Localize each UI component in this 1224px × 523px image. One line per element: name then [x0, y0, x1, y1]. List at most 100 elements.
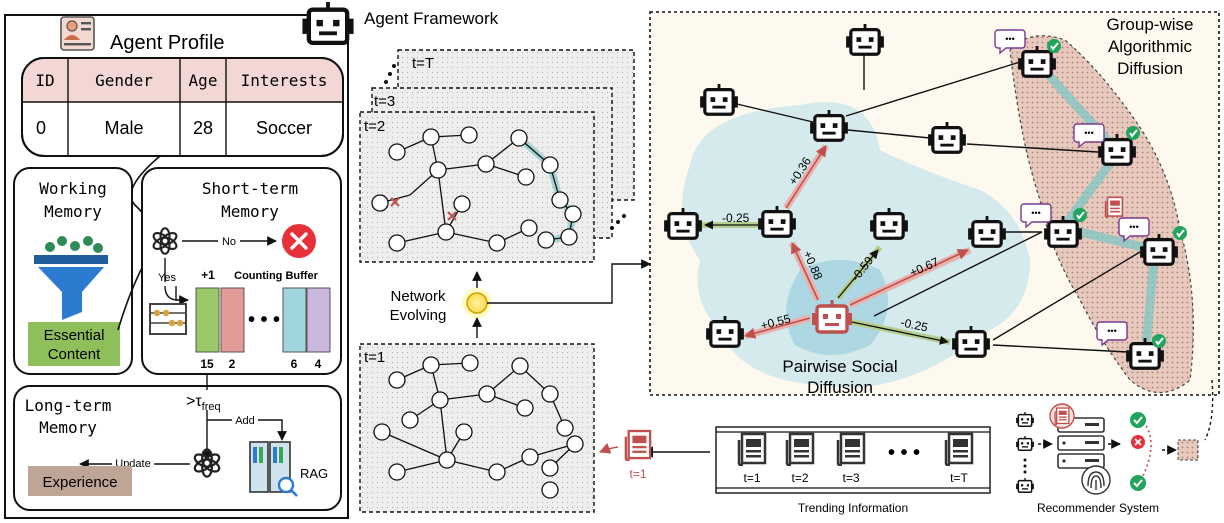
- count-3: 6: [291, 357, 298, 371]
- selected-news-label: t=1: [629, 467, 646, 481]
- news-ellipsis: • • •: [888, 442, 920, 464]
- pairwise-region: [682, 102, 1030, 388]
- news-icon: [785, 432, 815, 466]
- profile-card-icon: [60, 16, 95, 51]
- evolving-node: [466, 292, 488, 314]
- working-memory-title-2: Memory: [44, 202, 102, 221]
- short-term-title-1: Short-term: [202, 179, 298, 198]
- header-interests: Interests: [241, 71, 328, 90]
- frame-t1-label: t=1: [364, 349, 385, 366]
- essential-content-2: Content: [48, 346, 101, 363]
- bubble-text: •••: [1107, 326, 1116, 336]
- framework-title: Agent Framework: [302, 2, 499, 43]
- agent-node: [928, 122, 966, 154]
- header-id: ID: [35, 71, 54, 90]
- frame-tT-label: t=T: [412, 55, 434, 72]
- agent-node: [758, 206, 796, 238]
- agent-node: [952, 326, 990, 358]
- working-memory-title-1: Working: [39, 179, 106, 198]
- count-2: 2: [229, 357, 236, 371]
- experience-label: Experience: [42, 474, 117, 491]
- bubble-text: •••: [1005, 34, 1014, 44]
- selected-news-icon: [624, 429, 652, 462]
- profile-title: Agent Profile: [110, 32, 225, 54]
- news-icon: [836, 432, 866, 466]
- essential-content-box: [28, 322, 120, 366]
- abacus-icon: [149, 303, 187, 335]
- funnel-icon: [34, 236, 108, 320]
- group-agent-node: [1140, 234, 1178, 266]
- plus-one-label: +1: [201, 268, 215, 282]
- count-4: 4: [315, 357, 322, 371]
- short-term-memory-box: Short-term Memory No Yes: [141, 167, 342, 375]
- counting-buffer-label: Counting Buffer: [234, 270, 318, 282]
- agent-node: [700, 84, 738, 116]
- rag-label: RAG: [300, 466, 328, 481]
- agent-node: [810, 110, 848, 142]
- groupwise-label-3: Diffusion: [1117, 59, 1183, 78]
- reject-icon: [282, 224, 316, 258]
- news-label-1: t=1: [743, 471, 760, 485]
- removed-edge-markers: [390, 197, 457, 221]
- buffer-slot-2: [220, 287, 245, 353]
- diffusion-panel: Group-wise Algorithmic Diffusion Pairwis…: [649, 11, 1220, 397]
- yes-label: Yes: [158, 272, 176, 284]
- header-gender: Gender: [95, 71, 153, 90]
- long-term-memory-box: Long-term Memory >τfreq Add Update Exper…: [13, 374, 342, 511]
- weight-7: -0.25: [899, 315, 929, 334]
- long-term-title-1: Long-term: [25, 396, 112, 415]
- cell-interests: Soccer: [256, 118, 312, 138]
- chat-bubbles: ••• ••• ••• ••• •••: [994, 29, 1150, 347]
- short-term-title-2: Memory: [221, 202, 279, 221]
- add-label: Add: [235, 415, 255, 427]
- news-icon: [944, 432, 974, 466]
- agent-node: [846, 24, 884, 56]
- header-age: Age: [189, 71, 218, 90]
- framework-title-text: Agent Framework: [364, 9, 499, 28]
- pairwise-label-1: Pairwise Social: [782, 357, 897, 376]
- count-1: 15: [200, 357, 214, 371]
- frame-t2-label: t=2: [364, 118, 385, 135]
- user-robot-icon: [1016, 436, 1034, 451]
- group-target-icon: [1177, 439, 1199, 461]
- cell-gender: Male: [104, 118, 143, 138]
- news-badge-icon: [1049, 403, 1075, 429]
- buffer-slot-3: [282, 287, 307, 353]
- network-evolving-2: Evolving: [390, 307, 447, 324]
- weight-2: -0.25: [722, 211, 750, 225]
- approved-icon: [1130, 412, 1146, 428]
- bubble-text: •••: [1129, 222, 1138, 232]
- buffer-slot-4: [306, 287, 331, 353]
- news-doc-icon: [1104, 196, 1124, 218]
- bubble-text: •••: [1031, 208, 1040, 218]
- database-icon: [249, 441, 298, 497]
- check-badges: [1047, 39, 1187, 348]
- trending-label: Trending Information: [798, 501, 908, 515]
- framework-robot-icon: [302, 2, 353, 43]
- agent-profile-panel: Agent Profile ID Gender Age Interests 0 …: [4, 14, 349, 519]
- experience-box: [28, 466, 132, 496]
- server-icon: [1057, 417, 1105, 469]
- cell-id: 0: [36, 118, 46, 138]
- graph-t1: [373, 354, 584, 499]
- long-term-title-2: Memory: [39, 418, 97, 437]
- profile-table: ID Gender Age Interests 0 Male 28 Soccer: [21, 57, 344, 157]
- trending-information: t=1 t=1 t=2 t=3 t=T • • • Trending Infor…: [624, 426, 991, 515]
- frame-t3-label: t=3: [374, 93, 395, 110]
- agent-node: [706, 316, 744, 348]
- groupwise-label-1: Group-wise: [1107, 15, 1194, 34]
- graph-t2: [371, 126, 582, 252]
- pairwise-label-2: Diffusion: [807, 378, 873, 397]
- news-label-4: t=T: [950, 471, 968, 485]
- no-label: No: [222, 236, 236, 248]
- essential-content-1: Essential: [44, 327, 105, 344]
- approved-icon: [1130, 475, 1146, 491]
- groupwise-label-2: Algorithmic: [1108, 37, 1193, 56]
- agent-node: [870, 208, 908, 240]
- network-evolving: Network Evolving: [390, 259, 651, 338]
- agent-node: [968, 216, 1006, 248]
- user-robot-icon: [1016, 412, 1034, 427]
- fingerprint-icon: [1081, 465, 1111, 495]
- rejected-icon: [1131, 435, 1145, 449]
- agent-node: [664, 208, 702, 240]
